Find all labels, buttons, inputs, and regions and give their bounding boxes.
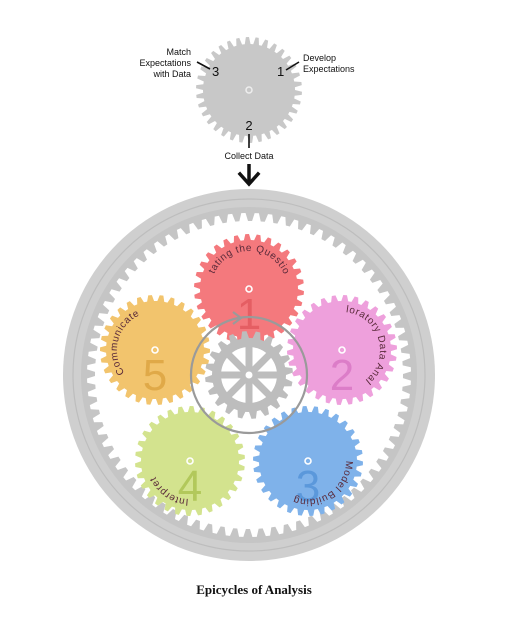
sun-gear-axle bbox=[245, 371, 253, 379]
small-gear bbox=[196, 37, 302, 143]
sun-gear-spokes bbox=[219, 345, 279, 405]
small-gear-hub bbox=[245, 86, 253, 94]
planet-gear-body-4 bbox=[135, 406, 245, 516]
planet-gear-3: 3 Model Building bbox=[253, 406, 363, 516]
small-label-1-line-2: Expectations bbox=[303, 64, 355, 74]
small-label-3-line-1: Match bbox=[166, 47, 191, 57]
leader-line-3 bbox=[196, 61, 211, 70]
small-label-1-line-1: Develop bbox=[303, 53, 336, 63]
planet-hub-2 bbox=[338, 346, 346, 354]
planet-gear-body-2 bbox=[287, 295, 397, 405]
planet-hub-1 bbox=[245, 285, 253, 293]
planet-hub-4 bbox=[186, 457, 194, 465]
small-number-3: 3 bbox=[212, 64, 219, 79]
planet-gear-body-3 bbox=[253, 406, 363, 516]
orbit-cycle bbox=[189, 311, 309, 435]
planet-number-3: 3 bbox=[296, 462, 320, 511]
planet-number-5: 5 bbox=[143, 351, 167, 400]
planet-gear-body-5 bbox=[100, 295, 210, 405]
small-label-3-line-2: Expectations bbox=[139, 58, 191, 68]
orbit-arrow-icon bbox=[232, 311, 243, 325]
leader-line-1 bbox=[285, 61, 300, 71]
orbit-path bbox=[189, 315, 309, 435]
planet-number-2: 2 bbox=[330, 351, 354, 400]
planet-hub-3 bbox=[304, 457, 312, 465]
small-label-3-line-3: with Data bbox=[152, 69, 191, 79]
small-label-2: Collect Data bbox=[224, 151, 273, 161]
small-cycle: 3 Match Expectations with Data 1 Develop… bbox=[139, 37, 355, 161]
planet-number-1: 1 bbox=[237, 290, 261, 339]
planet-gear-4: 4 Interpret bbox=[135, 406, 245, 516]
sun-gear bbox=[205, 331, 293, 419]
small-number-2: 2 bbox=[245, 118, 252, 133]
down-arrow-icon bbox=[237, 164, 261, 187]
planet-gear-body-1 bbox=[194, 234, 304, 344]
ring-gear-outer-edge bbox=[72, 198, 426, 552]
figure-caption: Epicycles of Analysis bbox=[196, 582, 312, 597]
small-number-1: 1 bbox=[277, 64, 284, 79]
planet-gear-5: 5 Communicate bbox=[100, 295, 210, 405]
planet-number-4: 4 bbox=[178, 462, 202, 511]
planet-hub-5 bbox=[151, 346, 159, 354]
